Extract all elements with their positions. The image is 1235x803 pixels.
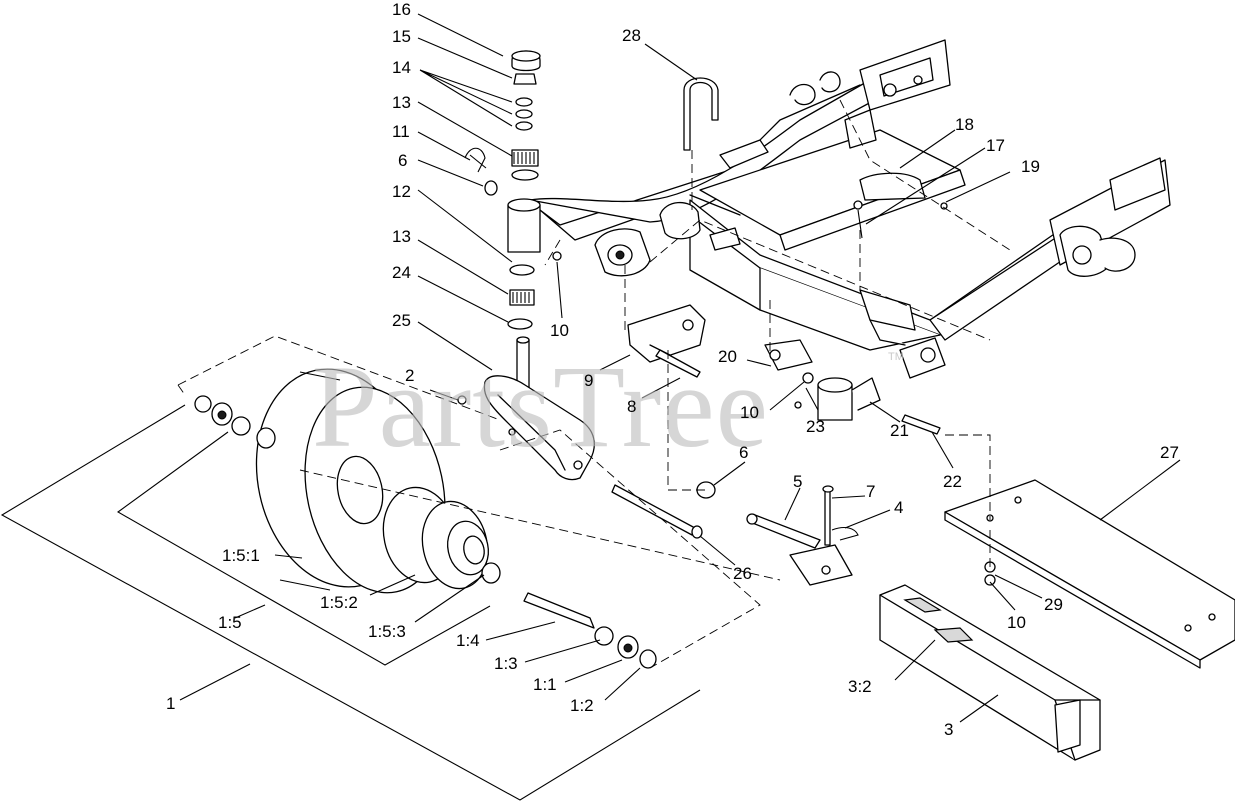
main-frame xyxy=(529,39,1171,379)
callout-13-lower: 13 xyxy=(392,227,411,246)
callout-6-lower: 6 xyxy=(739,443,748,462)
callout-8: 8 xyxy=(627,397,636,416)
callout-2: 2 xyxy=(405,366,414,385)
callout-21: 21 xyxy=(890,421,909,440)
callout-5: 5 xyxy=(793,472,802,491)
callout-10-lower: 10 xyxy=(1007,613,1026,632)
callout-13-upper: 13 xyxy=(392,93,411,112)
callout-18: 18 xyxy=(955,115,974,134)
callout-11: 11 xyxy=(392,122,410,141)
callout-23: 23 xyxy=(806,417,825,436)
callout-1-4: 1:4 xyxy=(456,631,480,650)
watermark-trademark: TM xyxy=(888,351,904,363)
callout-28: 28 xyxy=(622,26,641,45)
callout-12: 12 xyxy=(392,182,411,201)
plate-27 xyxy=(944,479,1235,669)
callout-17: 17 xyxy=(986,136,1005,155)
callout-3-2: 3:2 xyxy=(848,677,872,696)
callout-20: 20 xyxy=(718,347,737,366)
callout-3: 3 xyxy=(944,720,953,739)
callout-1-5-3: 1:5:3 xyxy=(368,622,406,641)
callout-24: 24 xyxy=(392,263,411,282)
callout-1-5-1: 1:5:1 xyxy=(222,546,260,565)
callout-1: 1 xyxy=(166,694,175,713)
callout-1-3: 1:3 xyxy=(494,654,518,673)
leader-lines xyxy=(179,13,1181,723)
callout-1-2: 1:2 xyxy=(570,696,594,715)
bracket-lines xyxy=(0,404,701,801)
alignment-lines xyxy=(177,99,1011,669)
hardware xyxy=(655,77,996,586)
channel-3 xyxy=(879,584,1101,761)
callout-10-spindle: 10 xyxy=(550,321,569,340)
callout-9: 9 xyxy=(584,371,593,390)
callout-15: 15 xyxy=(392,27,411,46)
callout-14: 14 xyxy=(392,58,411,77)
callout-4: 4 xyxy=(894,498,903,517)
callout-1-5-2: 1:5:2 xyxy=(320,593,358,612)
callout-22: 22 xyxy=(943,472,962,491)
wheel-assembly xyxy=(194,368,703,669)
callout-1-5: 1:5 xyxy=(218,613,242,632)
callout-16: 16 xyxy=(392,0,411,19)
callout-10-frame: 10 xyxy=(740,403,759,422)
callout-25: 25 xyxy=(392,311,411,330)
callout-26: 26 xyxy=(733,564,752,583)
callout-labels: 16 15 14 13 11 6 12 13 24 25 10 28 18 17… xyxy=(166,0,1179,739)
watermark: PartsTree xyxy=(312,341,769,472)
callout-27: 27 xyxy=(1160,443,1179,462)
callout-6-upper: 6 xyxy=(398,151,407,170)
callout-7: 7 xyxy=(866,482,875,501)
callout-29: 29 xyxy=(1044,595,1063,614)
callout-19: 19 xyxy=(1021,157,1040,176)
spindle-stack xyxy=(457,50,595,481)
callout-1-1: 1:1 xyxy=(533,675,557,694)
